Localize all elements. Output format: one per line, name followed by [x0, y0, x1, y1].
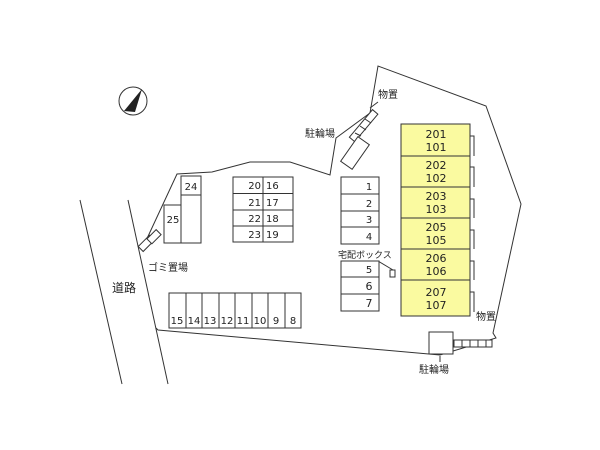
garbage-label: ゴミ置場 [148, 261, 188, 274]
parking-6: 6 [366, 280, 373, 293]
parking-11: 11 [237, 316, 250, 327]
road: 道路 [79, 199, 169, 385]
parking-19: 19 [266, 230, 279, 241]
unit-102: 102 [426, 172, 447, 185]
bicycle-parking-bottom [428, 331, 454, 355]
unit-106: 106 [426, 265, 447, 278]
unit-107: 107 [426, 299, 447, 312]
parking-20: 20 [248, 181, 261, 192]
parking-15: 15 [171, 316, 184, 327]
bicycle-parking-top [339, 136, 371, 170]
delivery-box-label: 宅配ボックス [338, 249, 392, 261]
parking-8: 8 [290, 316, 296, 327]
unit-202: 202 [426, 159, 447, 172]
parking-18: 18 [266, 214, 279, 225]
unit-207: 207 [426, 286, 447, 299]
parking-22: 22 [248, 214, 261, 225]
parking-bottom: 15 14 13 12 11 10 9 8 [168, 292, 302, 329]
unit-206: 206 [426, 252, 447, 265]
parking-center: 20 16 21 17 22 18 23 19 [232, 176, 294, 243]
parking-4: 4 [366, 232, 372, 243]
parking-12: 12 [221, 316, 234, 327]
parking-17: 17 [266, 198, 279, 209]
bicycle-top-label: 駐輪場 [305, 127, 335, 140]
unit-103: 103 [426, 203, 447, 216]
road-label: 道路 [112, 280, 136, 295]
unit-101: 101 [426, 141, 447, 154]
parking-3: 3 [366, 215, 372, 226]
parking-21: 21 [248, 198, 261, 209]
delivery-box [389, 269, 396, 278]
parking-13: 13 [204, 316, 217, 327]
storage-bottom [453, 339, 493, 348]
parking-10: 10 [254, 316, 267, 327]
garbage-area: ゴミ置場 [137, 228, 188, 274]
parking-right-upper: 1 2 3 4 [340, 176, 380, 245]
parking-5: 5 [366, 265, 372, 276]
parking-1: 1 [366, 182, 372, 193]
parking-23: 23 [248, 230, 261, 241]
storage-top-label: 物置 [378, 88, 398, 101]
parking-25: 25 [167, 215, 180, 226]
parking-7: 7 [366, 297, 373, 310]
bicycle-bottom-label: 駐輪場 [419, 363, 449, 376]
building: 201 101 202 102 203 103 205 105 206 106 … [400, 123, 475, 317]
parking-right-lower: 5 6 7 [340, 260, 380, 312]
parking-left: 24 25 [163, 175, 202, 244]
parking-24: 24 [185, 182, 198, 193]
unit-205: 205 [426, 221, 447, 234]
parking-2: 2 [366, 199, 372, 210]
storage-top [348, 108, 379, 143]
parking-14: 14 [188, 316, 201, 327]
parking-9: 9 [273, 316, 279, 327]
unit-201: 201 [426, 128, 447, 141]
storage-bottom-label: 物置 [476, 310, 496, 323]
north-arrow-icon [118, 86, 148, 116]
parking-16: 16 [266, 181, 279, 192]
unit-105: 105 [426, 234, 447, 247]
unit-203: 203 [426, 190, 447, 203]
